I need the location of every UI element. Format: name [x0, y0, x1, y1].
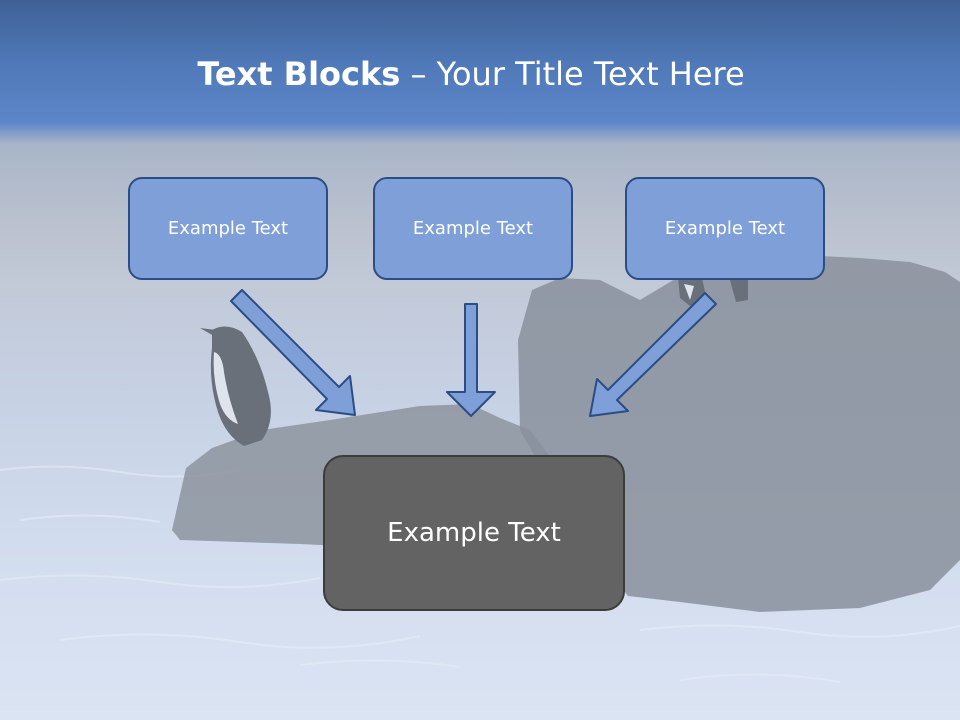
text-block-main[interactable]: Example Text: [323, 455, 625, 611]
title-bold: Text Blocks: [197, 55, 401, 93]
penguin-left: [200, 326, 271, 446]
text-block-right[interactable]: Example Text: [625, 177, 825, 280]
text-block-main-label: Example Text: [387, 518, 561, 548]
text-block-right-label: Example Text: [664, 218, 786, 239]
title-rest: Your Title Text Here: [436, 55, 745, 93]
text-block-center[interactable]: Example Text: [373, 177, 573, 280]
text-block-left[interactable]: Example Text: [128, 177, 328, 280]
text-block-left-label: Example Text: [167, 218, 289, 239]
text-block-center-label: Example Text: [412, 218, 534, 239]
slide-title: Text Blocks – Your Title Text Here: [0, 52, 942, 96]
water-ripples: [0, 465, 960, 683]
title-dash: –: [400, 55, 437, 93]
